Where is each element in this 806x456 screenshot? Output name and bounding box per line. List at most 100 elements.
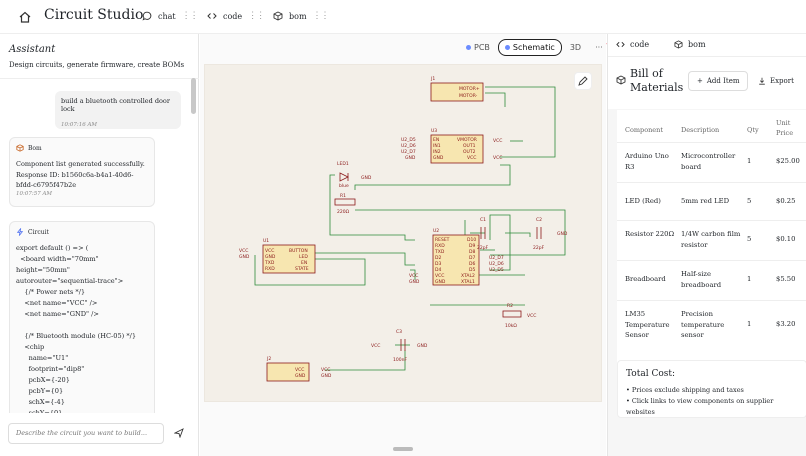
- chat-scrollbar[interactable]: [191, 78, 196, 114]
- u3-pin-out2: OUT2: [463, 149, 476, 155]
- net-u2-d6-r: U2_D6: [489, 261, 504, 267]
- right-tabs: code bom: [608, 34, 806, 57]
- u1-pin-state: STATE: [295, 266, 309, 272]
- box-icon: [616, 75, 626, 85]
- resize-handle[interactable]: [393, 447, 413, 451]
- u3-pin-en: EN: [433, 137, 439, 143]
- net-vcc-c3: VCC: [371, 343, 380, 349]
- bom-card-time: 10:07:57 AM: [16, 190, 53, 197]
- ref-j2: J2: [266, 356, 271, 362]
- tab-3d[interactable]: 3D: [564, 40, 587, 55]
- tab-code-right[interactable]: code: [616, 40, 649, 49]
- u3-pin-out1: OUT1: [463, 143, 476, 149]
- tab-code-label: code: [223, 11, 243, 21]
- prompt-input[interactable]: Describe the circuit you want to build..…: [8, 423, 164, 444]
- net-vcc-r2: VCC: [527, 313, 536, 319]
- u3-pin-gnd: GND: [433, 155, 444, 161]
- u2-pin-d2: D2: [435, 255, 441, 261]
- ref-c2: C2: [536, 217, 542, 223]
- ref-c1: C1: [480, 217, 486, 223]
- net-gnd-u3: GND: [405, 155, 416, 161]
- tab-pcb-label: PCB: [474, 43, 490, 52]
- circuit-message-card: Circuit export default () => ( <board wi…: [9, 221, 155, 413]
- chat-history[interactable]: build a bluetooth controlled door lock 1…: [0, 78, 199, 413]
- resistor-r1: [334, 198, 356, 206]
- u1-pin-gnd: GND: [265, 254, 276, 260]
- schematic-canvas[interactable]: J1 MOTOR+ MOTOR- U3 EN IN1 IN2 GND VMOTO…: [204, 64, 602, 402]
- download-icon: [759, 77, 765, 85]
- u1-pin-button: BUTTON: [289, 248, 308, 254]
- table-row[interactable]: Arduino Uno R3 Microcontroller board 1 $…: [617, 142, 806, 182]
- cell-qty: 1: [747, 320, 752, 328]
- net-u2-d7-r: U2_D7: [489, 255, 504, 261]
- tab-schematic-label: Schematic: [512, 43, 555, 52]
- add-item-label: Add Item: [706, 77, 740, 85]
- cell-description: 1/4W carbon film resistor: [681, 230, 741, 249]
- cell-price: $25.00: [776, 157, 800, 165]
- note-supplier-links: • Click links to view components on supp…: [626, 397, 774, 416]
- ref-j1: J1: [430, 76, 435, 82]
- more-icon: ···: [595, 43, 603, 52]
- cell-component: Resistor 220Ω: [625, 230, 675, 238]
- tab-code[interactable]: code ⋮⋮: [207, 11, 265, 21]
- u2-pin-d7: D7: [469, 255, 475, 261]
- drag-handle-icon[interactable]: ⋮⋮: [248, 11, 265, 21]
- net-vcc-j2: VCC: [321, 367, 330, 373]
- drag-handle-icon[interactable]: ⋮⋮: [181, 11, 199, 21]
- u2-pin-d4: D4: [435, 267, 441, 273]
- c3-value: 100nF: [393, 357, 407, 363]
- tab-chat[interactable]: chat ⋮⋮: [142, 11, 199, 21]
- lightning-icon: [16, 228, 24, 236]
- u2-pin-d8: D8: [469, 249, 475, 255]
- u3-pin-in1: IN1: [433, 143, 441, 149]
- tab-chat-label: chat: [158, 11, 176, 21]
- bom-card-body: Component list generated successfully. R…: [16, 160, 145, 189]
- u3-pin-in2: IN2: [433, 149, 441, 155]
- tab-schematic[interactable]: Schematic: [497, 39, 562, 56]
- home-icon[interactable]: [18, 10, 32, 24]
- u3-pin-vcc: VCC: [467, 155, 476, 161]
- drag-handle-icon[interactable]: ⋮⋮: [312, 11, 330, 21]
- table-row[interactable]: LED (Red) 5mm red LED 5 $0.25: [617, 182, 806, 220]
- u2-pin-d10: D10: [467, 237, 476, 243]
- j2-pin-vcc: VCC: [295, 367, 304, 373]
- column-header-qty: Qty: [747, 126, 759, 134]
- tab-bom[interactable]: bom ⋮⋮: [273, 11, 330, 21]
- tab-bom-right-label: bom: [688, 40, 706, 49]
- j2-pin-gnd: GND: [295, 373, 306, 379]
- assistant-subtitle: Design circuits, generate firmware, crea…: [9, 61, 185, 69]
- led-symbol: [339, 172, 349, 182]
- add-item-button[interactable]: +Add Item: [688, 71, 749, 91]
- r2-value: 10kΩ: [505, 323, 517, 329]
- table-row[interactable]: LM35 Temperature Sensor Precision temper…: [617, 300, 806, 350]
- u3-pin-vmotor: VMOTOR: [457, 137, 477, 143]
- u2-pin-xtal2: XTAL2: [461, 273, 475, 279]
- box-icon: [674, 40, 683, 49]
- export-button[interactable]: Export: [754, 71, 798, 91]
- table-row[interactable]: Resistor 220Ω 1/4W carbon film resistor …: [617, 220, 806, 260]
- viewer-panel: PCB Schematic 3D ···•: [200, 34, 609, 456]
- cell-price: $0.10: [776, 235, 796, 243]
- send-icon[interactable]: [174, 428, 184, 438]
- tab-bom-right[interactable]: bom: [674, 40, 706, 49]
- tab-pcb[interactable]: PCB: [460, 40, 496, 55]
- u2-pin-txd: TXD: [434, 249, 445, 255]
- cell-description: 5mm red LED: [681, 197, 730, 205]
- net-vcc-u3b: VCC: [493, 155, 502, 161]
- ref-r1: R1: [340, 193, 346, 199]
- bom-card-label: Bom: [28, 144, 42, 152]
- u2-pin-xtal1: XTAL1: [461, 279, 475, 285]
- u2-pin-vcc: VCC: [435, 273, 444, 279]
- table-row[interactable]: Breadboard Half-size breadboard 1 $5.50: [617, 260, 806, 300]
- chat-icon: [142, 11, 152, 21]
- cell-component: LED (Red): [625, 197, 661, 205]
- u2-pin-d3: D3: [435, 261, 441, 267]
- cell-component: Breadboard: [625, 275, 666, 283]
- net-gnd-j2: GND: [321, 373, 332, 379]
- code-icon: [616, 41, 625, 48]
- cell-price: $0.25: [776, 197, 796, 205]
- cell-qty: 1: [747, 275, 752, 283]
- led-color: blue: [339, 183, 349, 189]
- ref-led1: LED1: [337, 161, 349, 167]
- edit-button[interactable]: [574, 72, 592, 90]
